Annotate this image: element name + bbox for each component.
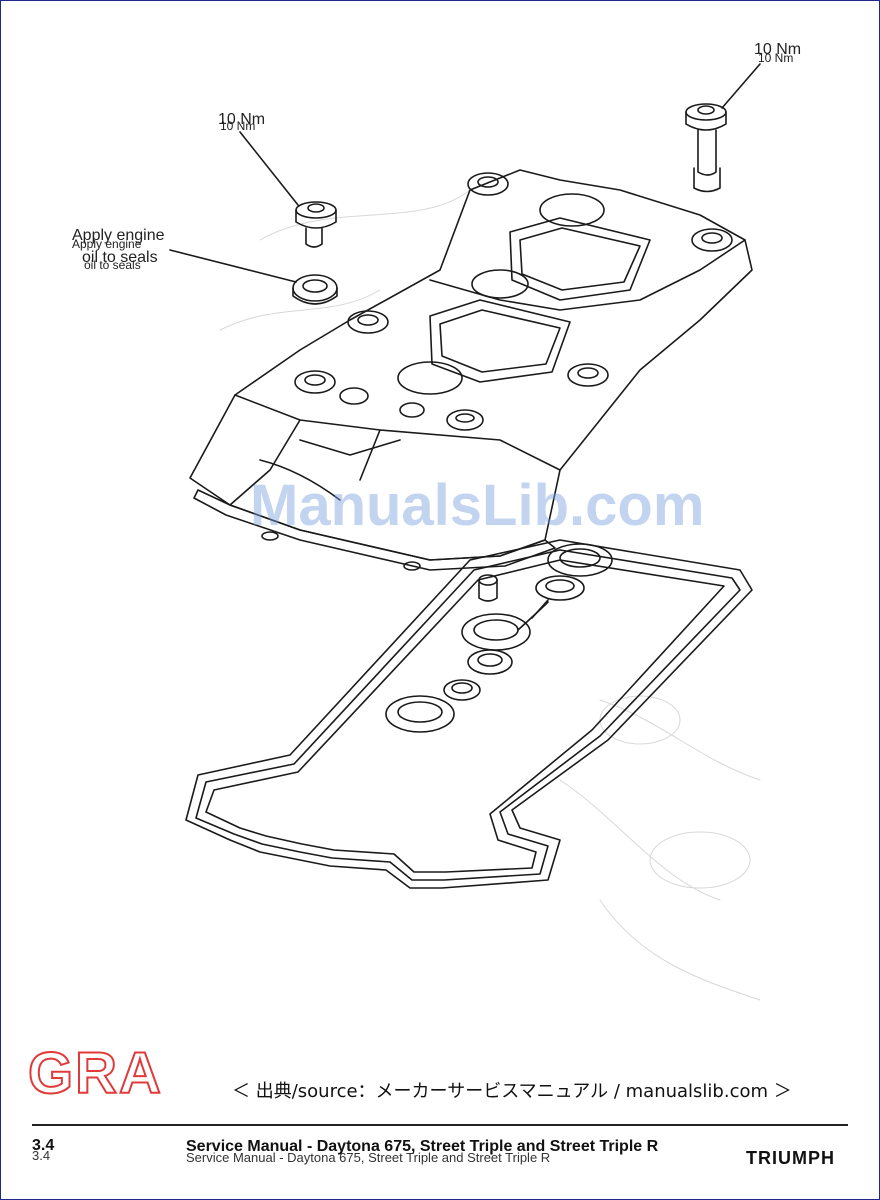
cover-bolt-left [295,201,337,248]
gra-logo: GRA [27,1040,163,1107]
leader-line-seal [169,249,297,283]
seal-note-ghost-line-1: Apply engine [72,237,142,251]
seal-note-line-1: Apply engine [72,227,165,244]
torque-label-right-bolt-ghost: 10 Nm [758,51,794,65]
source-attribution: ＜ 出典/source：メーカーサービスマニュアル / manualslib.c… [232,1081,792,1102]
watermark: ManualsLib.com [250,473,705,538]
leader-line-left-bolt [239,131,299,206]
cam-cover [189,169,753,571]
cover-gasket [185,539,753,889]
manual-title: Service Manual - Daytona 675, Street Tri… [186,1138,659,1155]
torque-label-right-bolt: 10 Nm [754,41,802,58]
cover-bolt-right [685,103,727,193]
seal-note-line-2: oil to seals [82,249,158,266]
torque-label-left-bolt-ghost: 10 Nm [220,119,256,133]
bolt-seal [292,274,338,305]
manual-title-ghost: Service Manual - Daytona 675, Street Tri… [186,1150,551,1165]
leader-line-right-bolt [721,63,761,109]
torque-label-left-bolt: 10 Nm [218,111,266,128]
page-number: 3.4 [32,1137,55,1154]
footer-rule [32,1124,848,1126]
brand-logo: TRIUMPH [746,1148,835,1168]
seal-note-ghost-line-2: oil to seals [84,258,141,272]
page-number-ghost: 3.4 [32,1148,51,1163]
